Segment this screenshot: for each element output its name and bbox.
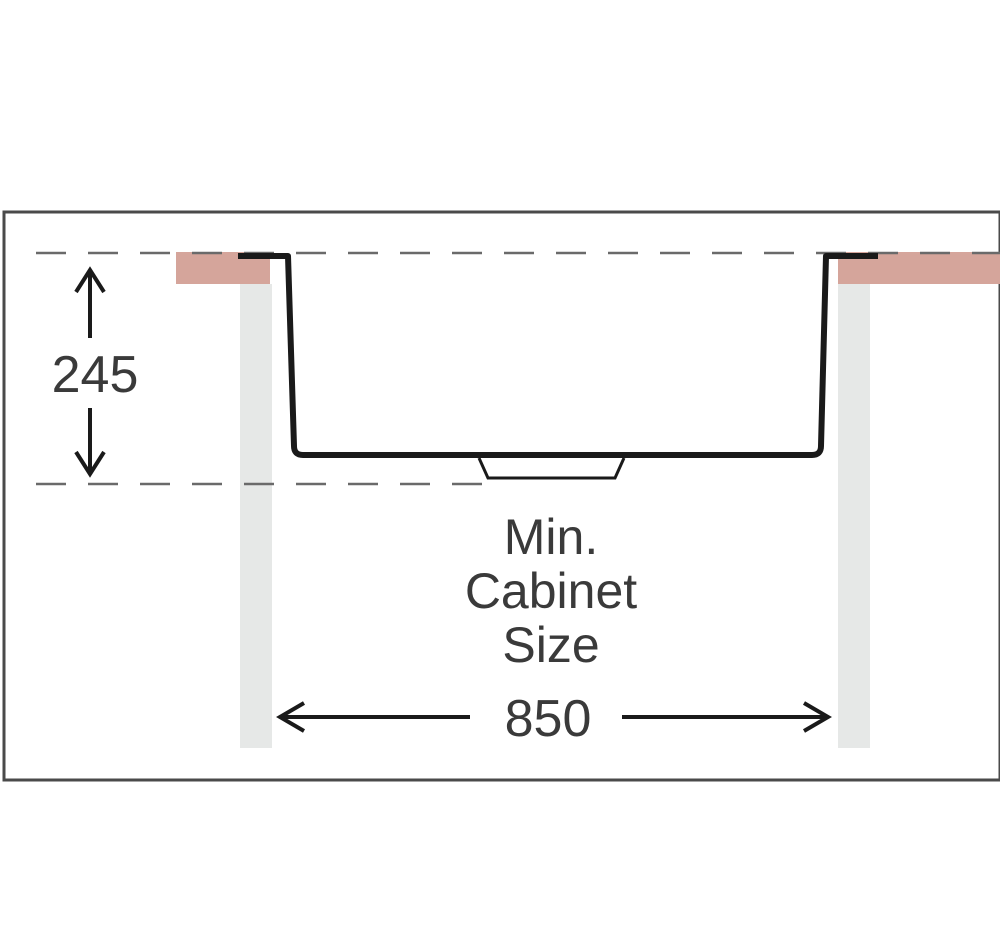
cabinet-label-line2: Cabinet xyxy=(465,563,637,619)
width-arrow-left xyxy=(276,701,470,733)
cabinet-panel-right xyxy=(838,284,870,748)
width-arrow-right xyxy=(622,701,832,733)
cabinet-label-line1: Min. xyxy=(504,509,598,565)
cabinet-label-line3: Size xyxy=(502,617,599,673)
diagram-frame xyxy=(2,210,1000,782)
width-dimension-label: 850 xyxy=(505,690,592,748)
sink-bowl-outline xyxy=(238,253,878,458)
cabinet-panel-left xyxy=(240,284,272,748)
depth-arrow-up xyxy=(74,266,106,338)
depth-dimension-label: 245 xyxy=(52,346,139,404)
depth-arrow-down xyxy=(74,408,106,478)
sink-drain xyxy=(477,457,626,480)
